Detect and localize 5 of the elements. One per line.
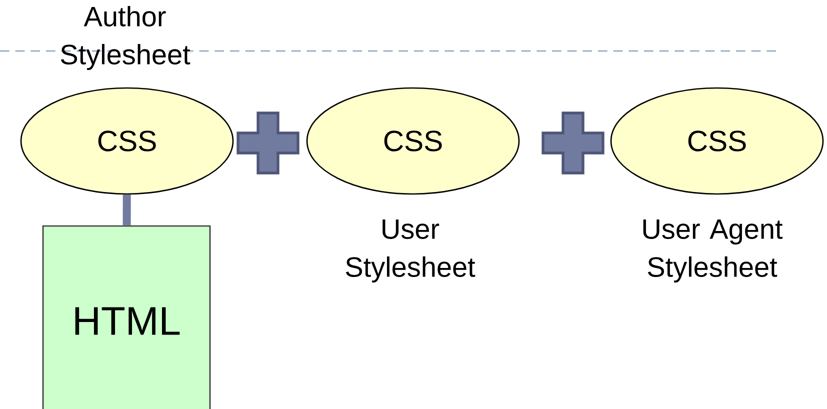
stylesheet-caption: User Stylesheet [346,219,476,283]
stylesheet-caption: User Agent Stylesheet [643,219,783,283]
stylesheet-caption: Author Stylesheet [60,6,190,70]
html-box: HTML [42,225,211,409]
connector-line [122,194,131,226]
